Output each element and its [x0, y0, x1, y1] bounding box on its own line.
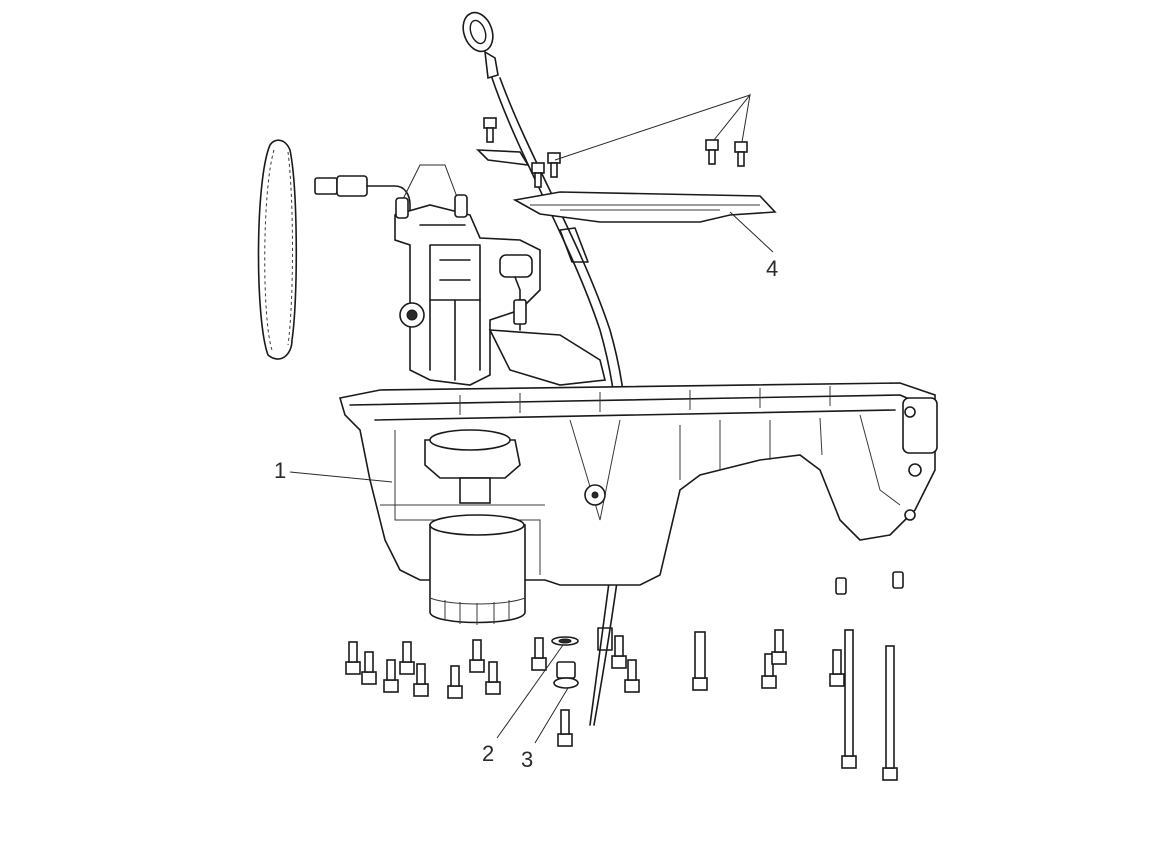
long-pan-bolt [841, 629, 857, 769]
gasket-bolt [705, 139, 719, 165]
gasket-bolt [734, 141, 748, 167]
callout-2: 2 [482, 644, 564, 766]
pan-bolt [485, 661, 501, 695]
pan-bolt-group [345, 571, 904, 781]
callout-1: 1 [274, 458, 393, 483]
pan-bolt [692, 631, 708, 691]
pan-bolt [447, 665, 463, 699]
callout-4: 4 [729, 211, 778, 281]
pan-bolt [383, 659, 399, 693]
pan-bolt [624, 659, 640, 693]
pan-bolt [771, 629, 787, 665]
long-pan-bolt [882, 645, 898, 781]
pan-bolt [557, 709, 573, 747]
pan-gasket [475, 93, 777, 223]
pan-bolt [611, 635, 627, 669]
oil-pump-assembly [314, 164, 606, 386]
timing-chain [257, 139, 298, 360]
pan-bolt [345, 641, 361, 675]
callout-3: 3 [521, 687, 569, 772]
dowel-pin [892, 571, 904, 589]
oil-dipstick [462, 11, 630, 726]
pan-bolt [413, 663, 429, 697]
dowel-pin [835, 577, 847, 595]
pan-bolt [361, 651, 377, 685]
drain-plug-washer [551, 636, 579, 646]
svg-text:4: 4 [766, 256, 778, 281]
pan-bolt [469, 639, 485, 673]
oil-filter [429, 514, 526, 625]
gasket-bolt [547, 152, 561, 178]
svg-text:2: 2 [482, 741, 494, 766]
pan-bolt [829, 649, 845, 687]
svg-text:1: 1 [274, 458, 286, 483]
gasket-bolt [531, 162, 545, 188]
pan-bolt [531, 637, 547, 671]
svg-text:3: 3 [521, 747, 533, 772]
pan-bolt [399, 641, 415, 675]
drain-plug [553, 661, 579, 689]
gasket-bolt [483, 117, 497, 143]
pan-bolt [761, 653, 777, 689]
